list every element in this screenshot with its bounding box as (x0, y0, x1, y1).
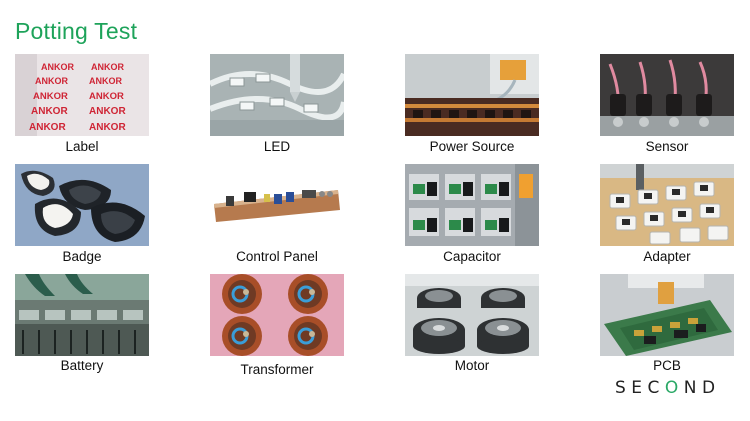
grid-item-label: ANKOR ANKOR ANKOR ANKOR ANKOR ANKOR ANKO… (15, 54, 149, 160)
grid-item-battery: Battery (15, 274, 149, 380)
power-source-photo (405, 54, 539, 136)
caption-motor: Motor (454, 358, 490, 373)
grid-item-adapter: Adapter (600, 164, 734, 270)
brand-logo: SECOND (615, 378, 721, 398)
grid-item-badge: Badge (15, 164, 149, 270)
caption-sensor: Sensor (645, 139, 689, 154)
battery-photo (15, 274, 149, 356)
caption-transformer: Transformer (240, 362, 314, 377)
grid-item-transformer: Transformer (210, 274, 344, 380)
svg-text:ANKOR: ANKOR (89, 106, 126, 117)
label-photo: ANKOR ANKOR ANKOR ANKOR ANKOR ANKOR ANKO… (15, 54, 149, 136)
caption-control-panel: Control Panel (236, 249, 318, 264)
caption-adapter: Adapter (643, 249, 691, 264)
svg-text:ANKOR: ANKOR (91, 62, 124, 72)
motor-photo (405, 274, 539, 356)
grid-item-control-panel: Control Panel (210, 164, 344, 270)
grid-item-motor: Motor (405, 274, 539, 380)
svg-text:ANKOR: ANKOR (41, 62, 74, 72)
badge-photo (15, 164, 149, 246)
svg-text:ANKOR: ANKOR (89, 122, 126, 133)
grid-item-led: LED (210, 54, 344, 160)
svg-text:ANKOR: ANKOR (89, 91, 124, 102)
grid-item-pcb: PCB (600, 274, 734, 380)
caption-led: LED (263, 139, 291, 154)
svg-text:ANKOR: ANKOR (31, 106, 68, 117)
pcb-photo (600, 274, 734, 356)
caption-battery: Battery (60, 358, 104, 373)
adapter-photo (600, 164, 734, 246)
transformer-photo (210, 274, 344, 356)
caption-pcb: PCB (653, 358, 681, 373)
page-title: Potting Test (15, 18, 138, 44)
caption-badge: Badge (62, 249, 102, 264)
caption-capacitor: Capacitor (443, 249, 501, 264)
svg-text:ANKOR: ANKOR (29, 122, 66, 133)
svg-text:ANKOR: ANKOR (89, 76, 122, 86)
svg-text:ANKOR: ANKOR (33, 91, 68, 102)
caption-power-source: Power Source (429, 139, 515, 154)
led-photo (210, 54, 344, 136)
sensor-photo (600, 54, 734, 136)
capacitor-photo (405, 164, 539, 246)
grid-item-capacitor: Capacitor (405, 164, 539, 270)
caption-label: Label (65, 139, 99, 154)
svg-text:ANKOR: ANKOR (35, 76, 68, 86)
control-panel-photo (210, 164, 344, 246)
grid-item-sensor: Sensor (600, 54, 734, 160)
grid-item-power-source: Power Source (405, 54, 539, 160)
